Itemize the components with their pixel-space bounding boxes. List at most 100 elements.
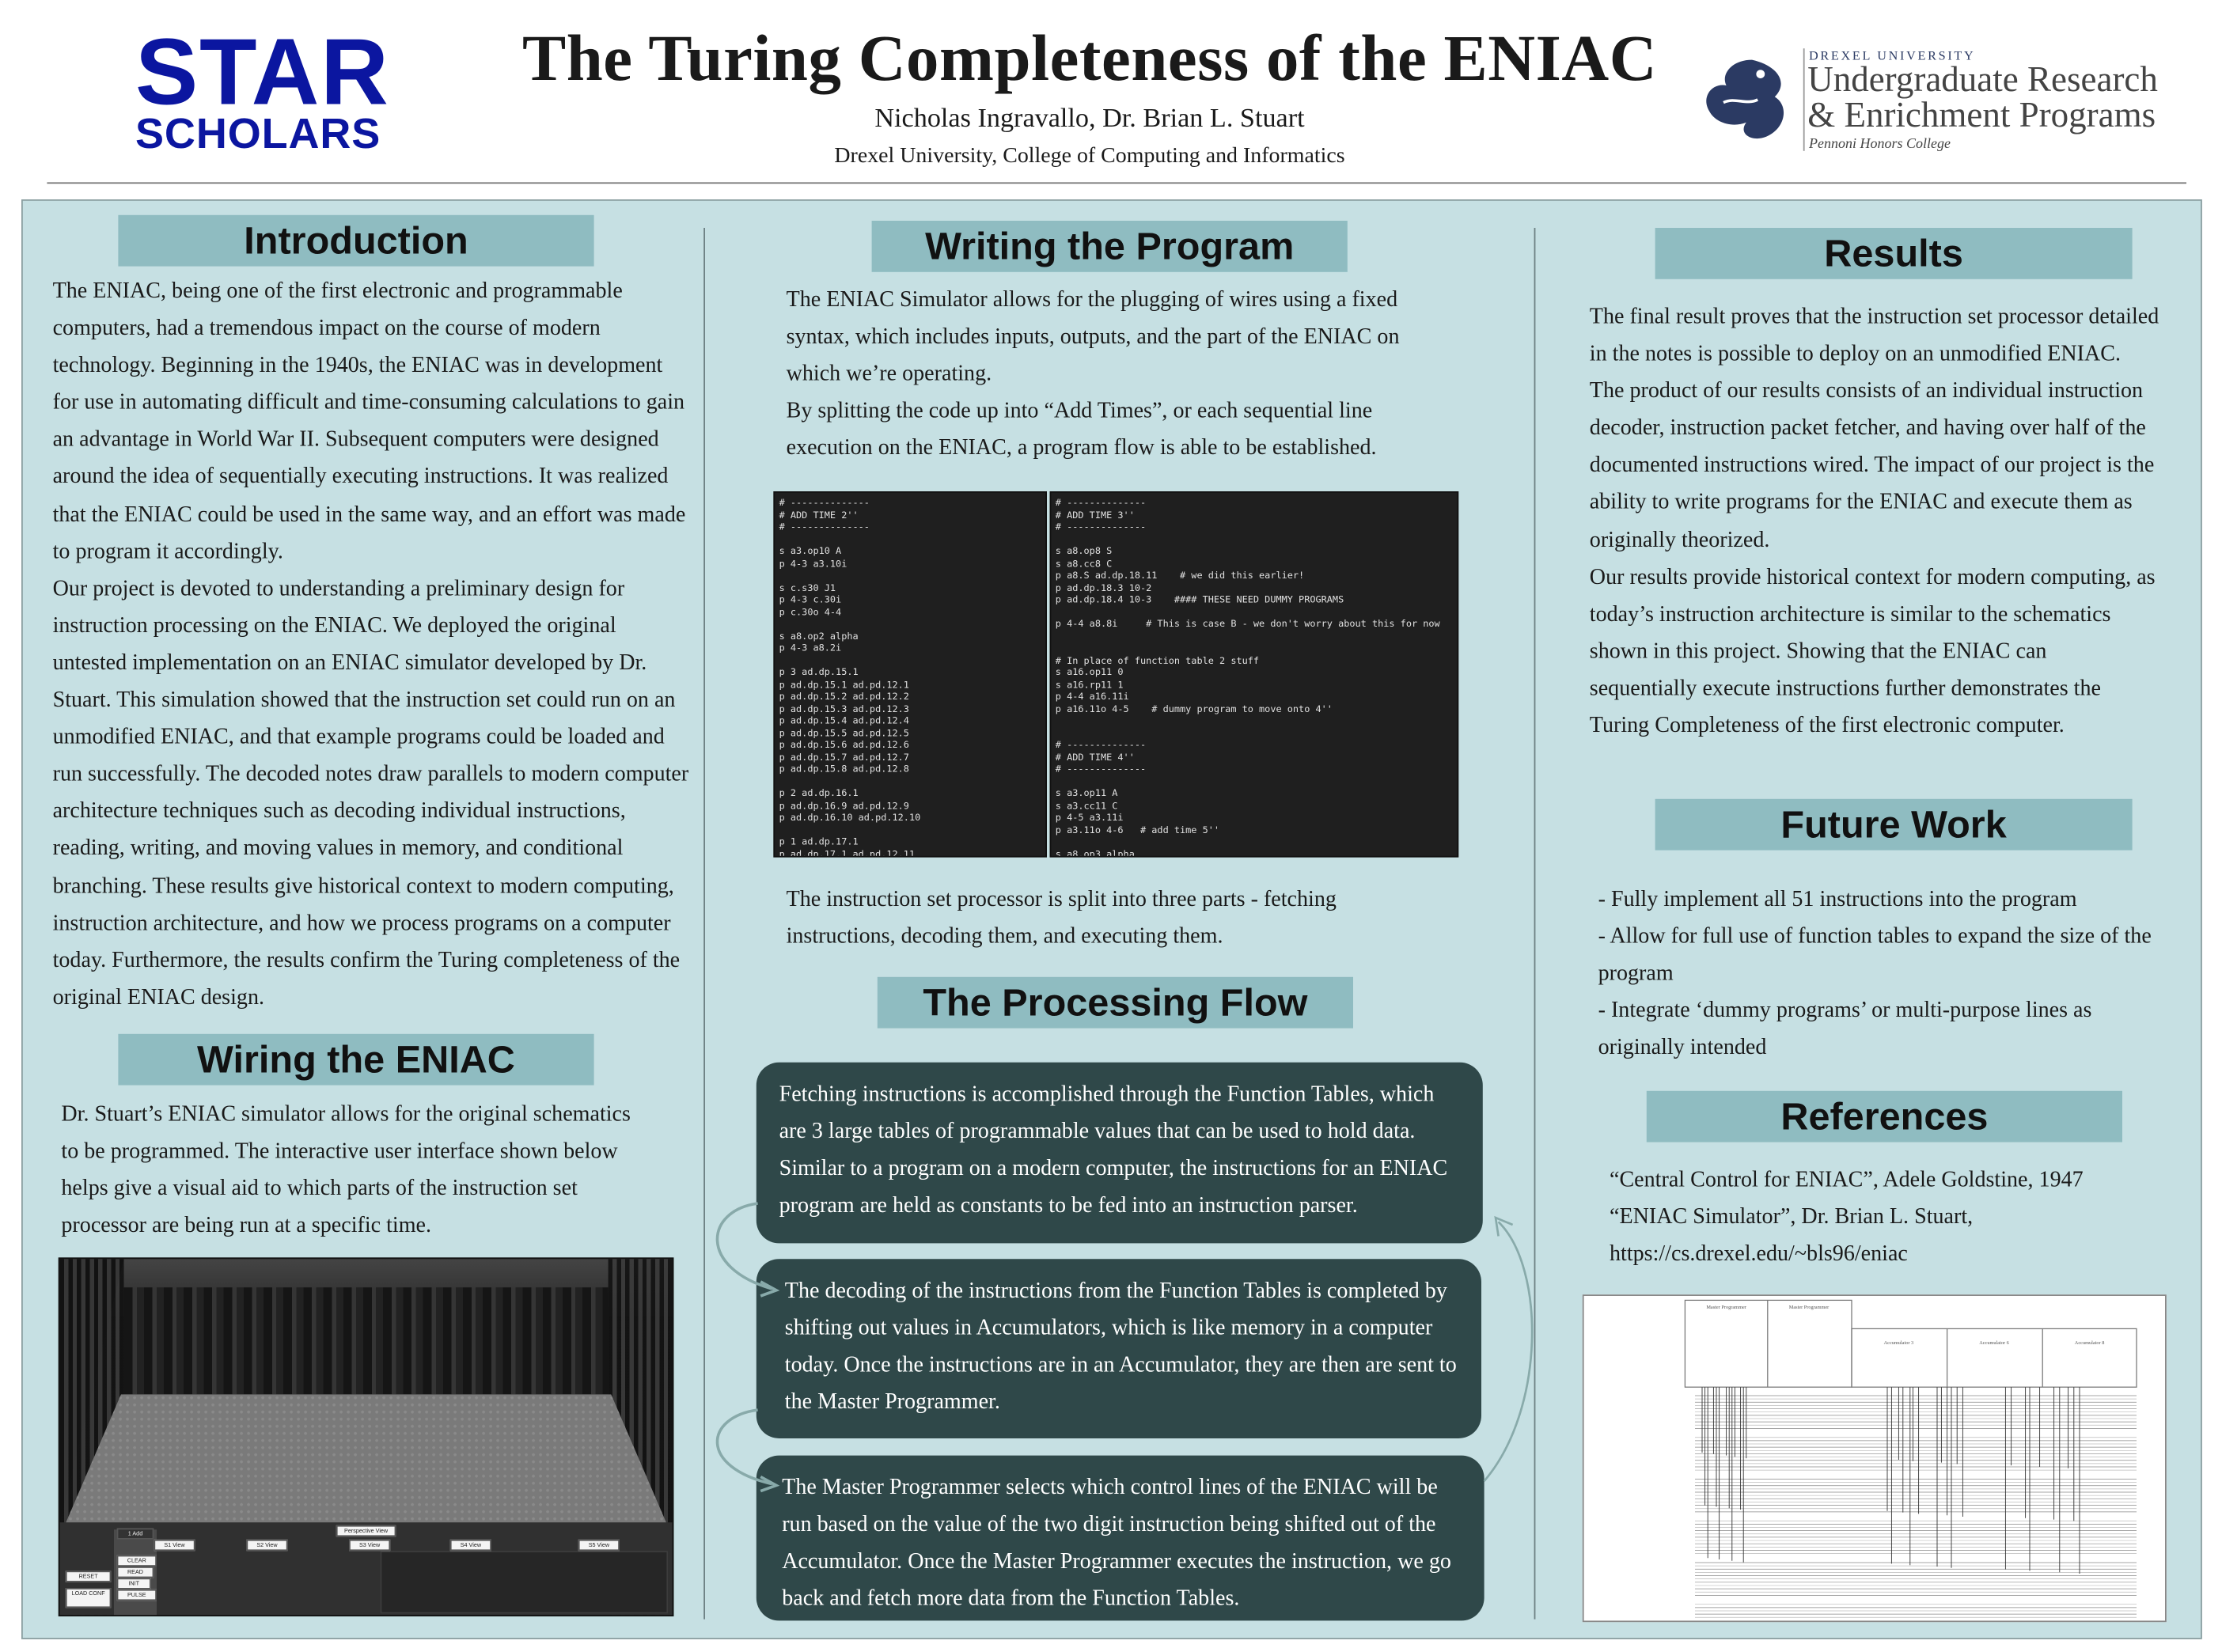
- s4-view-button[interactable]: S4 View: [449, 1539, 491, 1552]
- code-line: [1056, 727, 1453, 739]
- references-heading: References: [1646, 1090, 2122, 1142]
- introduction-heading: Introduction: [118, 214, 594, 267]
- authors: Nicholas Ingravallo, Dr. Brian L. Stuart: [874, 104, 1305, 135]
- flow-step-fetch: Fetching instructions is accomplished th…: [756, 1062, 1483, 1244]
- logo-star-text: STAR: [135, 18, 390, 124]
- code-line: s a3.cc11 C: [1055, 799, 1118, 812]
- code-line: p a8.S ad.dp.18.11 # we did this earlier…: [1055, 570, 1305, 582]
- accumulator-label: Accumulator 6: [1979, 1340, 2009, 1346]
- future-work-list: - Fully implement all 51 instructions in…: [1598, 881, 2161, 1067]
- code-line: [779, 570, 1041, 582]
- code-line: p ad.dp.15.5 ad.pd.12.5: [779, 726, 909, 739]
- code-line: p ad.dp.18.3 10-2: [1055, 582, 1152, 593]
- results-paragraph: Our results provide historical context f…: [1589, 564, 2156, 738]
- reference-link[interactable]: https://cs.drexel.edu/~bls96/eniac: [1610, 1241, 1908, 1267]
- writing-paragraph: The ENIAC Simulator allows for the plugg…: [786, 287, 1400, 387]
- column-divider: [1534, 228, 1536, 1620]
- code-line: [1056, 533, 1453, 545]
- dragon-icon: [1706, 59, 1784, 139]
- after-code-text: The instruction set processor is split i…: [786, 887, 1337, 949]
- code-line: p 4-5 a3.11i: [1055, 812, 1124, 824]
- code-line: p a3.11o 4-6 # add time 5'': [1055, 824, 1220, 835]
- future-work-item: - Fully implement all 51 instructions in…: [1598, 887, 2077, 911]
- future-work-heading: Future Work: [1655, 798, 2133, 851]
- code-line: p 4-4 a16.11i: [1055, 691, 1129, 703]
- processing-flow-heading: The Processing Flow: [877, 976, 1353, 1029]
- code-line: s a8.op8 S: [1055, 545, 1113, 557]
- eniac-wiring-schematic: Master Programmer Master Programmer Accu…: [1582, 1294, 2167, 1623]
- clear-button[interactable]: CLEAR: [116, 1555, 157, 1567]
- pulse-button[interactable]: PULSE: [116, 1589, 157, 1601]
- poster-title: The Turing Completeness of the ENIAC: [521, 21, 1658, 94]
- code-line: [779, 775, 1041, 787]
- code-line: p a16.11o 4-5 # dummy program to move on…: [1055, 703, 1333, 714]
- code-line: p ad.dp.15.2 ad.pd.12.2: [779, 691, 909, 703]
- master-programmer-label: Master Programmer: [1789, 1305, 1830, 1310]
- init-button[interactable]: INIT: [116, 1578, 151, 1589]
- s3-view-button[interactable]: S3 View: [349, 1539, 391, 1552]
- eniac-simulator-screenshot: Perspective View S1 View S2 View S3 View…: [58, 1257, 674, 1616]
- code-line: p 4-3 a8.2i: [779, 642, 842, 654]
- accumulator-label: Accumulator 8: [2075, 1340, 2105, 1346]
- code-line: s a3.op10 A: [779, 545, 842, 557]
- s2-view-button[interactable]: S2 View: [246, 1539, 288, 1552]
- code-line: p ad.dp.18.4 10-3 #### THESE NEED DUMMY …: [1055, 593, 1344, 605]
- code-line: s c.s30 J1: [779, 582, 836, 593]
- introduction-paragraph: The ENIAC, being one of the first electr…: [52, 278, 686, 564]
- code-line: # In place of function table 2 stuff: [1055, 654, 1260, 666]
- load-conf-button[interactable]: LOAD CONF: [65, 1588, 112, 1608]
- code-line: # ADD TIME 3'': [1055, 509, 1135, 521]
- master-programmer-label: Master Programmer: [1706, 1305, 1746, 1310]
- code-block-add-time-3-4: # --------------# ADD TIME 3''# --------…: [1049, 491, 1459, 858]
- s1-view-button[interactable]: S1 View: [154, 1539, 195, 1552]
- read-button[interactable]: READ: [116, 1567, 154, 1578]
- s5-view-button[interactable]: S5 View: [578, 1539, 620, 1552]
- code-line: [1056, 631, 1453, 642]
- reference-item: “ENIAC Simulator”, Dr. Brian L. Stuart,: [1610, 1204, 1974, 1230]
- code-line: p 4-3 a3.10i: [779, 557, 847, 570]
- references-list: “Central Control for ENIAC”, Adele Golds…: [1610, 1162, 2151, 1274]
- column-divider: [703, 228, 705, 1620]
- results-paragraph: The final result proves that the instruc…: [1589, 305, 2159, 552]
- code-line: p 3 ad.dp.15.1: [779, 666, 859, 678]
- code-line: # --------------: [779, 521, 870, 533]
- code-line: [1056, 775, 1453, 787]
- code-line: p ad.dp.15.6 ad.pd.12.6: [779, 739, 909, 751]
- code-line: s a16.rp11 1: [1055, 678, 1124, 691]
- code-line: p c.30o 4-4: [779, 605, 842, 618]
- arrow-decode-to-execute-icon: [715, 1408, 773, 1486]
- code-line: p 4-4 a8.8i # This is case B - we don't …: [1055, 618, 1440, 630]
- header-divider: [47, 182, 2187, 184]
- code-line: p 4-3 c.30i: [779, 593, 842, 605]
- code-line: # ADD TIME 2'': [779, 509, 859, 521]
- drexel-urep-logo: DREXEL UNIVERSITY Undergraduate Research…: [1695, 48, 2194, 155]
- reference-item: “Central Control for ENIAC”, Adele Golds…: [1610, 1168, 2084, 1192]
- honors-college-label: Pennoni Honors College: [1809, 136, 1951, 153]
- results-text: The final result proves that the instruc…: [1590, 299, 2159, 745]
- code-line: s a8.cc8 C: [1055, 557, 1113, 570]
- writing-text: The ENIAC Simulator allows for the plugg…: [787, 282, 1413, 468]
- flow-step-decode: The decoding of the instructions from th…: [756, 1259, 1481, 1438]
- perspective-view-button[interactable]: Perspective View: [336, 1525, 396, 1537]
- code-line: p ad.dp.16.9 ad.pd.12.9: [779, 799, 909, 812]
- future-work-item: - Allow for full use of function tables …: [1598, 924, 2152, 986]
- code-block-add-time-2: # --------------# ADD TIME 2''# --------…: [773, 491, 1047, 858]
- arrow-execute-to-fetch-icon: [1483, 1221, 1534, 1482]
- affiliation: Drexel University, College of Computing …: [834, 143, 1345, 169]
- introduction-paragraph: Our project is devoted to understanding …: [52, 576, 689, 1010]
- code-line: s a3.op11 A: [1055, 787, 1118, 799]
- introduction-text: The ENIAC, being one of the first electr…: [53, 274, 691, 1017]
- results-heading: Results: [1655, 228, 2133, 279]
- code-line: # --------------: [1055, 497, 1147, 509]
- code-line: p ad.dp.15.3 ad.pd.12.3: [779, 703, 909, 714]
- code-line: s a8.op2 alpha: [779, 630, 859, 642]
- reset-button[interactable]: RESET: [65, 1571, 112, 1582]
- code-line: p ad.dp.15.8 ad.pd.12.8: [779, 763, 909, 775]
- wiring-text: Dr. Stuart’s ENIAC simulator allows for …: [61, 1102, 631, 1238]
- code-line: p ad.dp.16.10 ad.pd.12.10: [779, 812, 921, 824]
- code-line: # --------------: [1055, 521, 1147, 533]
- code-line: p ad.dp.17.1 ad.pd.12.11: [779, 847, 916, 858]
- arrow-fetch-to-decode-icon: [715, 1202, 773, 1290]
- drexel-university-label: DREXEL UNIVERSITY: [1809, 48, 1976, 63]
- future-work-item: - Integrate ‘dummy programs’ or multi-pu…: [1598, 998, 2092, 1060]
